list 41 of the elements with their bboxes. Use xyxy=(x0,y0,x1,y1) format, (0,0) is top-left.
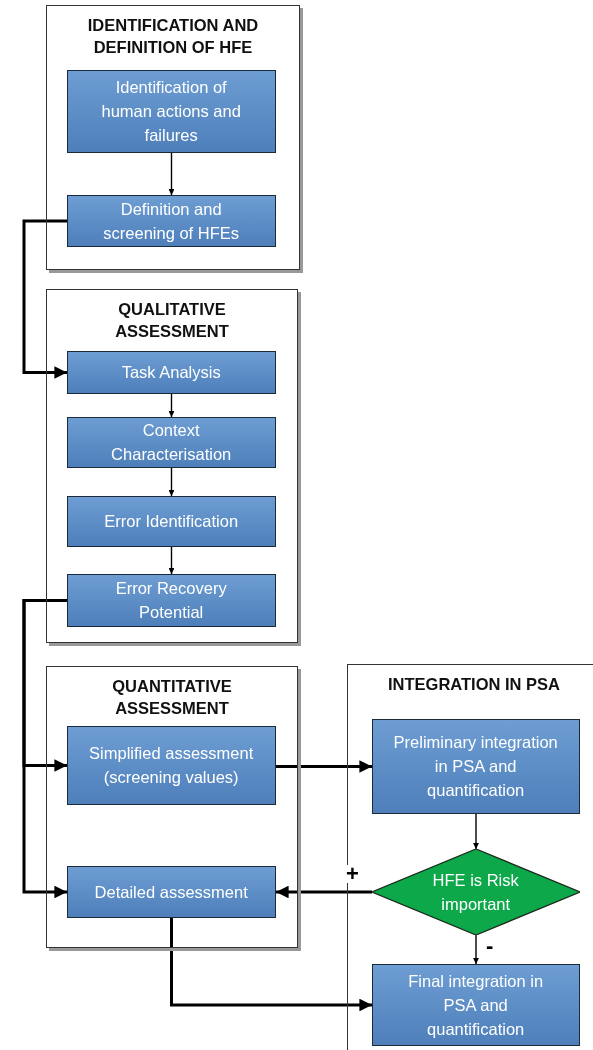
arrow xyxy=(473,934,479,965)
process-box xyxy=(66,69,276,153)
step-text: Context Characterisation xyxy=(110,420,233,466)
process-box xyxy=(66,350,276,394)
step-text: Task Analysis xyxy=(121,362,221,384)
arrow xyxy=(168,152,175,196)
arrow xyxy=(22,599,67,899)
section-heading: INTEGRATION IN PSA xyxy=(386,674,561,695)
process-box xyxy=(66,194,276,247)
arrow xyxy=(168,393,175,418)
arrow xyxy=(22,219,67,379)
step-text: Simplified assessment (screening values) xyxy=(88,743,254,789)
group-panel xyxy=(347,664,593,1050)
section-heading: IDENTIFICATION AND DEFINITION OF HFE xyxy=(86,15,260,58)
process-box xyxy=(66,865,276,918)
decision-text: HFE is Risk important xyxy=(431,869,520,915)
process-box xyxy=(66,495,276,547)
section-heading: QUANTITATIVE ASSESSMENT xyxy=(111,676,233,719)
arrow xyxy=(473,813,479,850)
step-text: Detailed assessment xyxy=(94,881,248,903)
step-text: Definition and screening of HFEs xyxy=(102,198,241,244)
process-box xyxy=(66,573,276,627)
section-heading: QUALITATIVE ASSESSMENT xyxy=(114,299,230,342)
process-box xyxy=(371,718,580,814)
arrow xyxy=(168,467,175,497)
arrow xyxy=(276,760,372,773)
group-panel xyxy=(46,289,298,643)
group-panel xyxy=(46,666,298,948)
process-box xyxy=(66,725,276,805)
arrow xyxy=(170,918,372,1012)
step-text: Final integration in PSA and quantification xyxy=(407,970,545,1040)
arrow xyxy=(168,546,175,575)
edge-label: + xyxy=(345,865,360,883)
process-box xyxy=(371,963,580,1046)
arrow xyxy=(276,885,372,899)
group-panel xyxy=(46,5,300,270)
step-text: Identification of human actions and failures xyxy=(100,77,242,147)
step-text: Preliminary integration in PSA and quantification xyxy=(393,732,559,802)
process-box xyxy=(66,416,276,468)
step-text: Error Recovery Potential xyxy=(114,578,228,624)
step-text: Error Identification xyxy=(104,511,239,533)
